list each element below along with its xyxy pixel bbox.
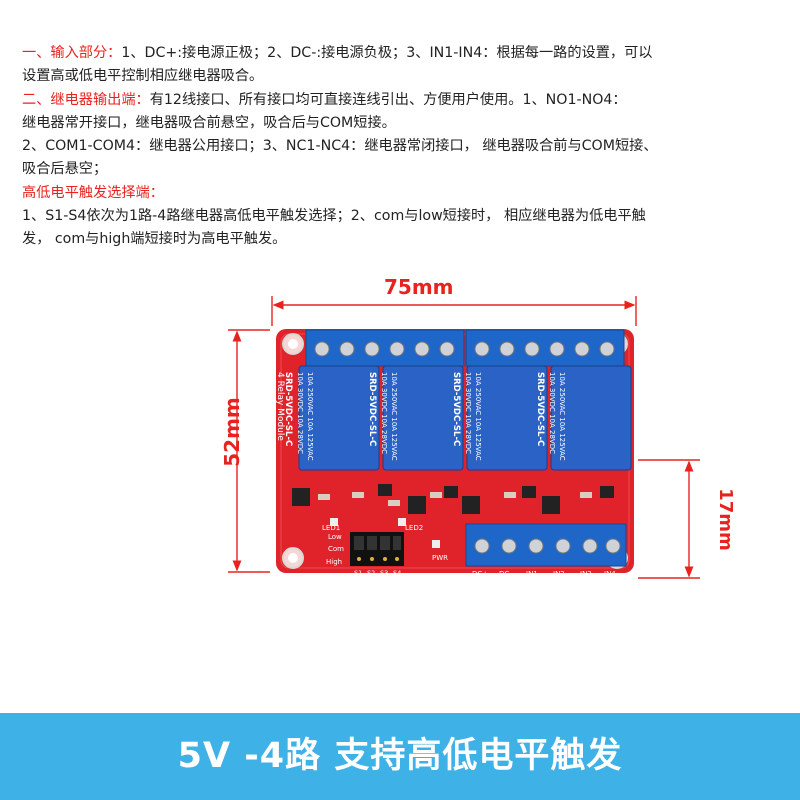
relay-3-rating2: 10A 30VDC 10A 28VDC [464, 372, 472, 454]
output-section-text: 有12线接口、所有接口均可直接连线引出、方便用户使用。1、NO1-NO4： [149, 91, 627, 108]
bottom-banner: 5V -4路 支持高低电平触发 [0, 713, 800, 800]
relay-3-model: SRD-5VDC-SL-C [451, 372, 461, 446]
trigger-jumper-block [350, 532, 404, 566]
input-section-text: 1、DC+:接电源正极；2、DC-:接电源负极；3、IN1-IN4：根据每一路的… [121, 45, 653, 61]
input-section-heading: 一、输入部分： [22, 45, 122, 61]
output-terminal-block-left [305, 329, 465, 367]
relay-2: 10A 250VAC 10A 125VAC 10A 30VDC 10A 28VD… [367, 365, 464, 471]
desc-line-6: 吸合后悬空； [22, 161, 108, 178]
relay-1: 10A 250VAC 10A 125VAC 10A 30VDC 10A 28VD… [283, 365, 380, 471]
board-subtitle: high/low level trigger [265, 372, 275, 463]
desc-line-4: 继电器常开接口，继电器吸合前悬空，吸合后与COM短接。 [22, 114, 396, 131]
pin-in3-label: IN3 [580, 570, 592, 578]
relay-4-rating2: 10A 30VDC 10A 28VDC [548, 372, 556, 454]
relay-2-rating1: 10A 250VAC 10A 125VAC [390, 372, 398, 461]
relay-2-model: SRD-5VDC-SL-C [367, 372, 377, 446]
desc-line-8: 1、S1-S4依次为1路-4路继电器高低电平触发选择；2、com与low短接时，… [22, 208, 646, 225]
pin-dcplus-label: DC+ [472, 570, 488, 578]
desc-line-3: 二、继电器输出端：有12线接口、所有接口均可直接连线引出、方便用户使用。1、NO… [22, 89, 792, 112]
jumper-s4-label: S4 [393, 569, 401, 577]
output-section-heading: 二、继电器输出端： [22, 91, 150, 108]
description-block: 一、输入部分：1、DC+:接电源正极；2、DC-:接电源负极；3、IN1-IN4… [22, 42, 792, 252]
relay-1-rating2: 10A 30VDC 10A 28VDC [296, 372, 304, 454]
relay-3-rating1: 10A 250VAC 10A 125VAC [474, 372, 482, 461]
relay-1-rating1: 10A 250VAC 10A 125VAC [306, 372, 314, 461]
led1-label: LED1 [322, 524, 340, 532]
jumper-low-label: Low [328, 533, 342, 541]
dimension-lines [228, 296, 700, 579]
driver-components [292, 484, 614, 548]
pin-in2-label: IN2 [553, 570, 565, 578]
relay-3: 10A 250VAC 10A 125VAC 10A 30VDC 10A 28VD… [451, 365, 548, 471]
jumper-s1-label: S1 [354, 569, 362, 577]
desc-line-2: 设置高或低电平控制相应继电器吸合。 [22, 68, 264, 85]
width-dimension-label: 75mm [384, 275, 454, 299]
relay-1-model: SRD-5VDC-SL-C [283, 372, 293, 446]
pin-dcminus-label: DC- [499, 570, 512, 578]
pin-in1-label: IN1 [526, 570, 538, 578]
banner-title: 5V -4路 支持高低电平触发 [177, 736, 623, 776]
relay-4-rating1: 10A 250VAC 10A 125VAC [558, 372, 566, 461]
pin-in4-label: IN4 [604, 570, 616, 578]
jumper-high-label: High [326, 558, 342, 566]
output-terminal-block-right [465, 329, 625, 367]
relay-2-rating2: 10A 30VDC 10A 28VDC [380, 372, 388, 454]
jumper-com-label: Com [328, 545, 344, 553]
input-terminal-block [465, 523, 627, 567]
jumper-s3-label: S3 [380, 569, 388, 577]
pwr-label: PWR [432, 554, 448, 562]
desc-line-1: 一、输入部分：1、DC+:接电源正极；2、DC-:接电源负极；3、IN1-IN4… [22, 42, 792, 65]
relay-4: 10A 250VAC 10A 125VAC 10A 30VDC 10A 28VD… [535, 365, 632, 471]
board-silkscreen: 4 Relay Module high/low level trigger [265, 372, 285, 463]
jumper-s2-label: S2 [367, 569, 375, 577]
board-title: 4 Relay Module [275, 372, 285, 441]
led2-label: LED2 [405, 524, 423, 532]
desc-line-9: 发， com与high端短接时为高电平触发。 [22, 231, 287, 248]
relay-4-model: SRD-5VDC-SL-C [535, 372, 545, 446]
desc-line-5: 2、COM1-COM4：继电器公用接口；3、NC1-NC4：继电器常闭接口， 继… [22, 138, 658, 155]
relay-board-illustration: 4 Relay Module high/low level trigger 10… [228, 296, 700, 579]
trigger-section-heading: 高低电平触发选择端： [22, 184, 164, 201]
